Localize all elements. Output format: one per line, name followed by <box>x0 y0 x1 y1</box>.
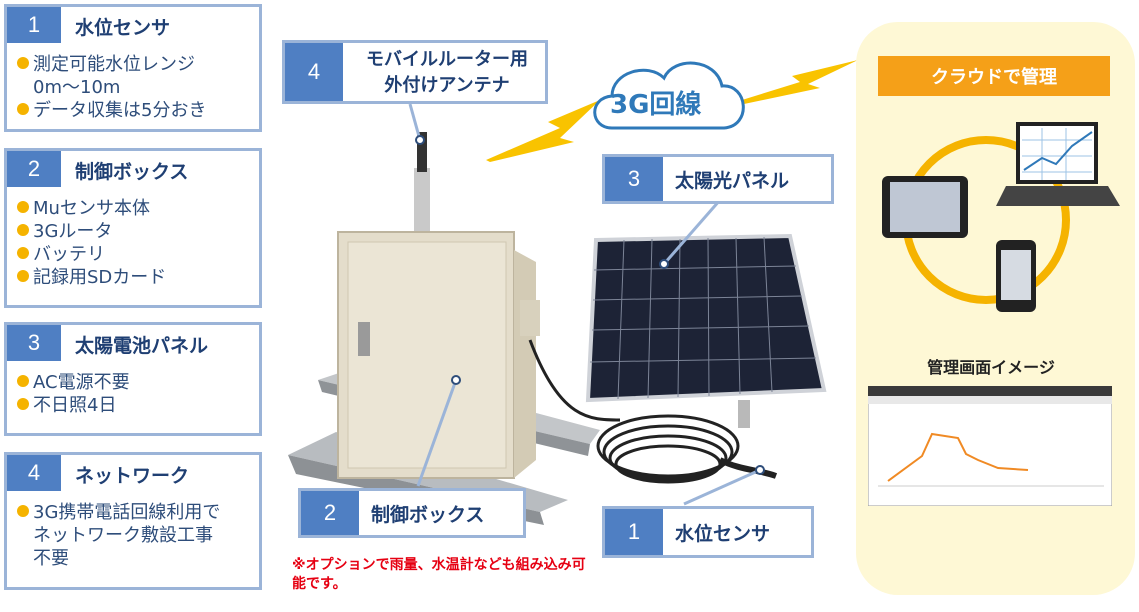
bullet-icon <box>17 224 29 236</box>
bullet-icon <box>17 375 29 387</box>
solar-panel-photo <box>585 233 827 428</box>
card-title: ネットワーク <box>75 465 190 487</box>
cloud-icon <box>593 61 745 130</box>
label-control-box: 2 制御ボックス <box>298 488 526 538</box>
bullet-icon <box>17 505 29 517</box>
management-screen-label: 管理画面イメージ <box>927 358 1055 377</box>
bullet-icon <box>17 398 29 410</box>
smartphone-icon <box>996 240 1036 312</box>
label-text: モバイルルーター用 外付けアンテナ <box>366 49 528 96</box>
label-text: 制御ボックス <box>371 503 485 526</box>
card-title: 太陽電池パネル <box>75 335 209 357</box>
list-item: データ収集は5分おき <box>17 99 206 122</box>
bullet-icon <box>17 247 29 259</box>
label-number: 1 <box>605 509 663 555</box>
card-list: AC電源不要 不日照4日 <box>17 371 130 417</box>
card-number: 1 <box>7 7 61 43</box>
list-item: 記録用SDカード <box>17 266 166 289</box>
bullet-icon <box>17 57 29 69</box>
tablet-icon <box>882 176 968 238</box>
bullet-icon <box>17 103 29 115</box>
label-number: 4 <box>285 43 343 101</box>
lightning-bolt-right-icon <box>742 60 858 104</box>
card-list: 3G携帯電話回線利用でネットワーク敷設工事不要 <box>17 501 220 570</box>
lightning-bolt-left-icon <box>486 100 600 162</box>
label-solar-panel: 3 太陽光パネル <box>602 154 834 204</box>
devices-illustration <box>882 122 1120 312</box>
list-item: 不日照4日 <box>17 394 130 417</box>
laptop-icon <box>996 122 1120 206</box>
label-text: 太陽光パネル <box>675 169 790 192</box>
card-number: 3 <box>7 325 61 361</box>
label-antenna: 4 モバイルルーター用 外付けアンテナ <box>282 40 548 104</box>
management-screen-image <box>868 386 1112 506</box>
card-title: 制御ボックス <box>75 161 189 183</box>
antenna <box>417 132 427 172</box>
card-network: 4 ネットワーク 3G携帯電話回線利用でネットワーク敷設工事不要 <box>4 452 262 590</box>
cloud-title: クラウドで管理 <box>878 56 1110 96</box>
card-control-box: 2 制御ボックス Muセンサ本体 3Gルータ バッテリ 記録用SDカード <box>4 148 262 308</box>
list-item: バッテリ <box>17 243 166 266</box>
card-list: Muセンサ本体 3Gルータ バッテリ 記録用SDカード <box>17 197 166 289</box>
list-item: Muセンサ本体 <box>17 197 166 220</box>
list-item: 3Gルータ <box>17 220 166 243</box>
control-box-photo <box>337 231 540 479</box>
card-title: 水位センサ <box>75 17 171 39</box>
label-number: 3 <box>605 157 663 201</box>
list-item: AC電源不要 <box>17 371 130 394</box>
bullet-icon <box>17 201 29 213</box>
bullet-icon <box>17 270 29 282</box>
card-number: 4 <box>7 455 61 491</box>
label-water-sensor: 1 水位センサ <box>602 506 814 558</box>
card-solar-battery-panel: 3 太陽電池パネル AC電源不要 不日照4日 <box>4 322 262 436</box>
option-note: ※オプションで雨量、水温計なども組み込み可能です。 <box>292 557 586 592</box>
list-item: 3G携帯電話回線利用でネットワーク敷設工事不要 <box>17 501 220 570</box>
antenna-pole <box>414 168 430 240</box>
card-number: 2 <box>7 151 61 187</box>
cable-coil <box>528 339 778 484</box>
label-text: 水位センサ <box>675 522 771 545</box>
network-3g-label: 3G回線 <box>610 90 702 120</box>
label-number: 2 <box>301 491 359 535</box>
